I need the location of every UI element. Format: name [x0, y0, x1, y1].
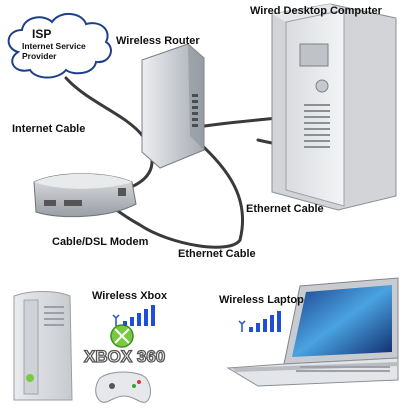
xbox-console — [13, 291, 73, 401]
laptop-signal-bars — [238, 311, 281, 332]
laptop-signal-bar-3 — [263, 319, 267, 332]
xbox-signal-bar-3 — [137, 313, 141, 326]
ethernet-cable-bottom-label: Ethernet Cable — [178, 248, 256, 260]
modem-label: Cable/DSL Modem — [52, 236, 149, 248]
cable-dsl-modem — [33, 173, 137, 218]
isp-cloud — [7, 13, 112, 79]
laptop-signal-bar-2 — [256, 323, 260, 332]
wireless-router — [141, 43, 205, 169]
internet-cable-label: Internet Cable — [12, 123, 85, 135]
wired-desktop-label: Wired Desktop Computer — [250, 5, 383, 17]
router-leds — [192, 94, 198, 127]
xbox-vents — [44, 306, 64, 326]
xbox-signal-bar-1 — [123, 321, 127, 326]
xbox-signal-bar-5 — [151, 305, 155, 326]
wireless-xbox-label: Wireless Xbox — [92, 290, 168, 302]
laptop-keyboard — [296, 366, 390, 372]
laptop-signal-bar-4 — [270, 315, 274, 332]
xbox-signal-bars — [112, 305, 155, 326]
xbox-logo-orb — [110, 324, 134, 348]
desktop-tower — [271, 3, 397, 211]
isp-title-label: ISP — [32, 27, 51, 41]
laptop-signal-bar-1 — [249, 327, 253, 332]
xbox-signal-antenna-icon — [112, 314, 120, 326]
ethernet-cable-right-label: Ethernet Cable — [246, 203, 324, 215]
wireless-laptop-label: Wireless Laptop — [219, 294, 304, 306]
tower-vents — [304, 104, 330, 148]
xbox-signal-bar-2 — [130, 317, 134, 326]
xbox-controller — [95, 371, 151, 403]
laptop — [226, 277, 399, 387]
wireless-router-label: Wireless Router — [116, 35, 200, 47]
xbox-logo-text: XBOX 360 — [84, 347, 165, 366]
ethernet-cable-modem-line — [105, 138, 245, 249]
isp-subtitle-line2: Provider — [22, 51, 57, 61]
laptop-signal-antenna-icon — [238, 320, 246, 332]
isp-subtitle-line1: Internet Service — [22, 41, 86, 51]
xbox-signal-bar-4 — [144, 309, 148, 326]
laptop-signal-bar-5 — [277, 311, 281, 332]
